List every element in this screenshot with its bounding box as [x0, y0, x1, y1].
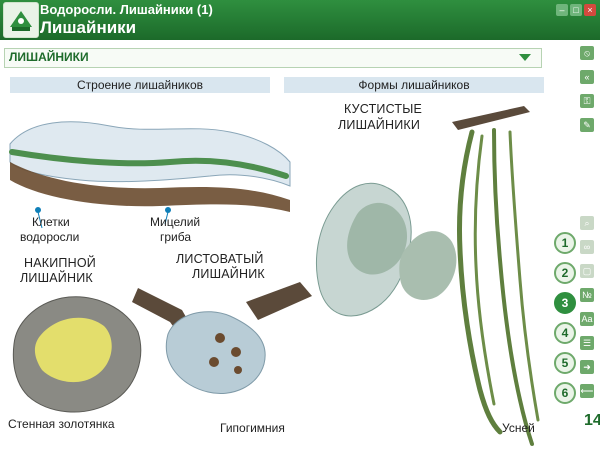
mycelium-label-line2: гриба — [160, 230, 192, 244]
lichen-structure-illustration — [9, 121, 291, 229]
topic-dropdown[interactable]: ЛИШАЙНИКИ — [4, 48, 542, 68]
arrow-left-icon[interactable]: ⟵ — [580, 384, 594, 398]
list-icon[interactable]: ☰ — [580, 336, 594, 350]
text-icon-label: Aa — [581, 314, 593, 324]
crustose-title-line1: НАКИПНОЙ — [24, 256, 96, 270]
forms-section-title: Формы лишайников — [284, 77, 544, 93]
key-icon[interactable]: ⚿ — [580, 94, 594, 108]
window-title: Водоросли. Лишайники (1) — [40, 2, 213, 17]
crustose-title-line2: ЛИШАЙНИК — [20, 271, 93, 285]
dropdown-value: ЛИШАЙНИКИ — [9, 50, 89, 64]
box-icon: ▢ — [580, 264, 594, 278]
fruticose-example-caption: Усней — [502, 421, 535, 435]
step-4-button[interactable]: 4 — [554, 322, 576, 344]
step-3-button[interactable]: 3 — [554, 292, 576, 314]
number-icon[interactable]: № — [580, 288, 594, 302]
step-1-button[interactable]: 1 — [554, 232, 576, 254]
fruticose-title-line2: ЛИШАЙНИКИ — [338, 118, 421, 132]
crustose-example-caption: Стенная золотянка — [8, 417, 115, 431]
structure-section-title: Строение лишайников — [10, 77, 270, 93]
mycelium-label-line1: Мицелий — [150, 215, 201, 229]
close-button[interactable]: × — [584, 4, 596, 16]
arrow-right-icon[interactable]: ➜ — [580, 360, 594, 374]
mycelium-pointer-dot — [165, 207, 171, 213]
fruticose-title-line1: КУСТИСТЫЕ — [344, 102, 423, 116]
number-icon-label: № — [582, 290, 592, 300]
lab-logo-icon — [10, 11, 32, 31]
crustose-lichen-illustration — [12, 296, 142, 413]
zoom-icon: ⌕ — [580, 216, 594, 230]
algae-label-line2: водоросли — [20, 230, 80, 244]
algae-pointer-dot — [35, 207, 41, 213]
algae-label-line1: Клетки — [32, 215, 70, 229]
back-double-icon[interactable]: « — [580, 70, 594, 84]
pencil-icon[interactable]: ✎ — [580, 118, 594, 132]
no-sign-icon[interactable]: ⦸ — [580, 46, 594, 60]
page-title: Лишайники — [40, 18, 137, 37]
content-area: ЛИШАЙНИКИ Строение лишайников Формы лиша… — [0, 40, 548, 453]
step-2-button[interactable]: 2 — [554, 262, 576, 284]
page-number: 14 — [584, 412, 600, 429]
foliose-example-caption: Гипогимния — [220, 421, 285, 435]
foliose-lichen-illustration — [132, 282, 312, 394]
fruticose-lichen-illustration — [315, 182, 457, 317]
foliose-title-line2: ЛИШАЙНИК — [192, 267, 265, 281]
lichen-illustrations — [9, 106, 540, 446]
foliose-title-line1: ЛИСТОВАТЫЙ — [176, 252, 264, 266]
link-icon: ∞ — [580, 240, 594, 254]
minimize-button[interactable]: – — [556, 4, 568, 16]
step-5-button[interactable]: 5 — [554, 352, 576, 374]
chevron-down-icon[interactable] — [519, 54, 531, 61]
title-bar: Водоросли. Лишайники (1) Лишайники – □ × — [0, 0, 600, 40]
app-logo — [3, 2, 39, 38]
maximize-button[interactable]: □ — [570, 4, 582, 16]
right-toolbar: ⦸ « ⚿ ✎ ⌕ ∞ ▢ № Aa ☰ ➜ ⟵ 1 2 3 4 5 6 14 — [548, 40, 600, 453]
step-6-button[interactable]: 6 — [554, 382, 576, 404]
usnea-illustration — [452, 106, 540, 446]
text-icon[interactable]: Aa — [580, 312, 594, 326]
